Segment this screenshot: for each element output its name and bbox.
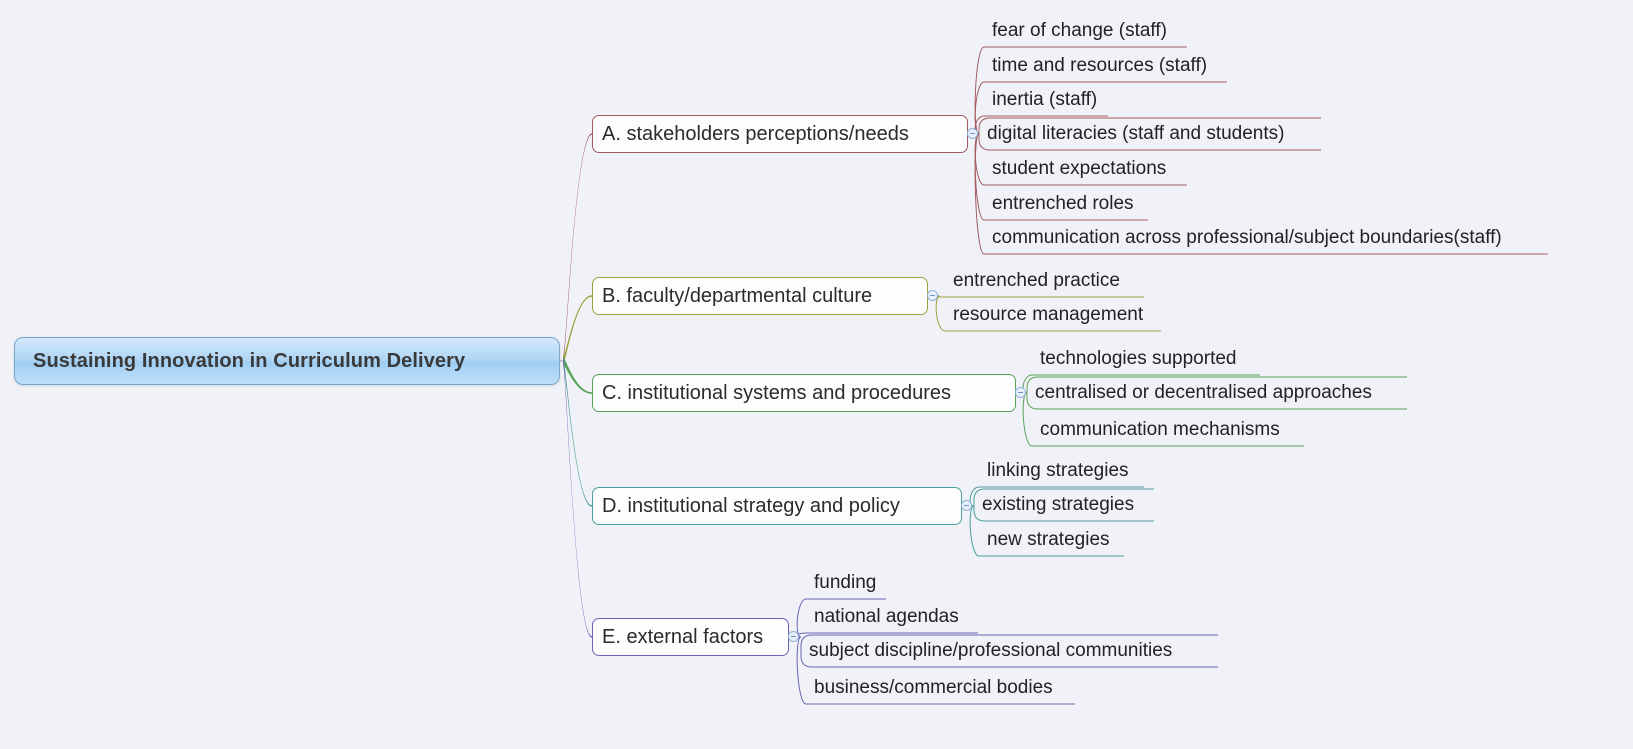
main-topic-a[interactable]: A. stakeholders perceptions/needs (592, 115, 968, 153)
subtopic-a-6[interactable]: entrenched roles (984, 188, 1148, 220)
subtopic-a-1[interactable]: fear of change (staff) (984, 15, 1187, 47)
main-topic-label: D. institutional strategy and policy (602, 494, 900, 517)
subtopic-label: entrenched practice (953, 270, 1120, 291)
collapse-handle-d[interactable] (961, 500, 972, 511)
subtopic-a-7[interactable]: communication across professional/subjec… (984, 222, 1548, 254)
subtopic-label: business/commercial bodies (814, 677, 1053, 698)
subtopic-a-2[interactable]: time and resources (staff) (984, 50, 1227, 82)
subtopic-label: national agendas (814, 606, 959, 627)
subtopic-label: existing strategies (982, 494, 1135, 515)
subtopic-a-3[interactable]: inertia (staff) (984, 84, 1108, 116)
subtopic-d-3[interactable]: new strategies (979, 524, 1124, 556)
root-node-label: Sustaining Innovation in Curriculum Deli… (33, 349, 466, 372)
subtopic-d-1[interactable]: linking strategies (979, 455, 1144, 487)
subtopic-a-5[interactable]: student expectations (984, 153, 1187, 185)
subtopic-c-2[interactable]: centralised or decentralised approaches (1027, 377, 1407, 409)
subtopic-e-1[interactable]: funding (806, 567, 886, 599)
main-topic-c[interactable]: C. institutional systems and procedures (592, 374, 1016, 412)
main-topic-label: A. stakeholders perceptions/needs (602, 122, 909, 145)
subtopic-label: digital literacies (staff and students) (987, 123, 1285, 144)
subtopic-label: subject discipline/professional communit… (809, 640, 1173, 661)
collapse-handle-a[interactable] (967, 128, 978, 139)
subtopic-e-2[interactable]: national agendas (806, 601, 978, 633)
subtopic-c-1[interactable]: technologies supported (1032, 343, 1260, 375)
subtopic-label: linking strategies (987, 460, 1129, 481)
collapse-handle-c[interactable] (1015, 387, 1026, 398)
main-topic-d[interactable]: D. institutional strategy and policy (592, 487, 962, 525)
collapse-handle-e[interactable] (788, 631, 799, 642)
subtopic-label: centralised or decentralised approaches (1035, 382, 1372, 403)
main-topic-label: E. external factors (602, 625, 764, 648)
main-topic-label: B. faculty/departmental culture (602, 284, 873, 307)
subtopic-e-4[interactable]: business/commercial bodies (806, 672, 1075, 704)
subtopic-label: communication mechanisms (1040, 419, 1280, 440)
subtopic-label: fear of change (staff) (992, 20, 1167, 41)
main-topic-label: C. institutional systems and procedures (602, 381, 952, 404)
subtopic-b-2[interactable]: resource management (945, 299, 1161, 331)
subtopic-label: time and resources (staff) (992, 55, 1208, 76)
subtopic-label: inertia (staff) (992, 89, 1098, 110)
subtopic-c-3[interactable]: communication mechanisms (1032, 414, 1304, 446)
subtopic-b-1[interactable]: entrenched practice (945, 265, 1144, 297)
subtopic-label: entrenched roles (992, 193, 1134, 214)
subtopic-label: funding (814, 572, 877, 593)
subtopic-label: student expectations (992, 158, 1167, 179)
root-node[interactable]: Sustaining Innovation in Curriculum Deli… (14, 337, 560, 385)
subtopic-label: new strategies (987, 529, 1110, 550)
main-topic-b[interactable]: B. faculty/departmental culture (592, 277, 928, 315)
subtopic-label: resource management (953, 304, 1144, 325)
subtopic-label: technologies supported (1040, 348, 1237, 369)
subtopic-label: communication across professional/subjec… (992, 227, 1502, 248)
subtopic-e-3[interactable]: subject discipline/professional communit… (801, 635, 1218, 667)
collapse-handle-b[interactable] (927, 290, 938, 301)
subtopic-a-4[interactable]: digital literacies (staff and students) (979, 118, 1321, 150)
main-topic-e[interactable]: E. external factors (592, 618, 789, 656)
subtopic-d-2[interactable]: existing strategies (974, 489, 1154, 521)
